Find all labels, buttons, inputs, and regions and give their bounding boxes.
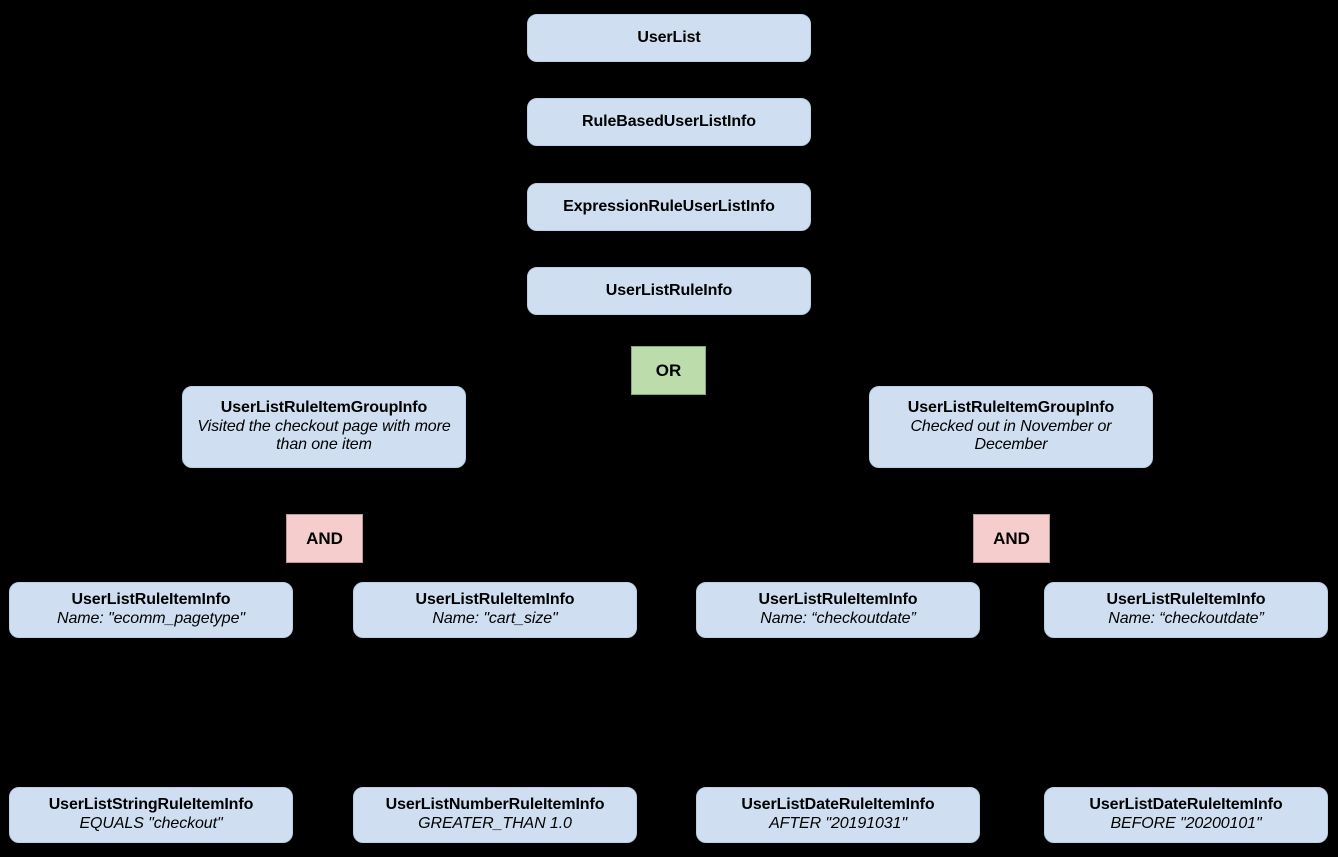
node-subtitle: Name: "ecomm_pagetype" bbox=[57, 610, 245, 627]
node-rule-item-1[interactable]: UserListRuleItemInfo Name: "ecomm_pagety… bbox=[9, 582, 293, 638]
operator-label: AND bbox=[306, 528, 343, 548]
node-title: UserListStringRuleItemInfo bbox=[48, 796, 254, 814]
node-user-list[interactable]: UserList bbox=[527, 14, 811, 62]
node-expression-rule-user-list-info[interactable]: ExpressionRuleUserListInfo bbox=[527, 183, 811, 231]
node-title: UserListDateRuleItemInfo bbox=[1089, 796, 1283, 814]
node-subtitle: Visited the checkout page with more than… bbox=[197, 417, 451, 454]
node-title: UserList bbox=[637, 28, 701, 46]
node-group-right[interactable]: UserListRuleItemGroupInfo Checked out in… bbox=[869, 386, 1153, 468]
operator-and-left[interactable]: AND bbox=[286, 514, 363, 563]
node-subtitle: Name: “checkoutdate” bbox=[760, 610, 916, 627]
node-rule-based-user-list-info[interactable]: RuleBasedUserListInfo bbox=[527, 98, 811, 146]
edge-and-right-to-item3 bbox=[837, 569, 991, 583]
edge-and-right-to-item4 bbox=[1033, 569, 1187, 583]
node-title: UserListRuleItemInfo bbox=[415, 591, 575, 609]
node-title: UserListRuleItemInfo bbox=[1106, 591, 1266, 609]
edge-and-left-to-item2 bbox=[347, 569, 496, 583]
node-title: UserListDateRuleItemInfo bbox=[741, 796, 935, 814]
node-title: UserListRuleInfo bbox=[605, 281, 733, 299]
node-leaf-string-rule[interactable]: UserListStringRuleItemInfo EQUALS "check… bbox=[9, 787, 293, 843]
node-rule-item-2[interactable]: UserListRuleItemInfo Name: "cart_size" bbox=[353, 582, 637, 638]
edge-or-to-group-left bbox=[359, 370, 640, 387]
node-subtitle: BEFORE "20200101" bbox=[1110, 815, 1262, 832]
node-leaf-number-rule[interactable]: UserListNumberRuleItemInfo GREATER_THAN … bbox=[353, 787, 637, 843]
node-subtitle: Name: "cart_size" bbox=[432, 610, 558, 627]
node-leaf-date-rule-after[interactable]: UserListDateRuleItemInfo AFTER "20191031… bbox=[696, 787, 980, 843]
node-title: UserListRuleItemInfo bbox=[71, 591, 231, 609]
node-user-list-rule-info[interactable]: UserListRuleInfo bbox=[527, 267, 811, 315]
node-subtitle: Name: “checkoutdate” bbox=[1108, 610, 1264, 627]
node-leaf-date-rule-before[interactable]: UserListDateRuleItemInfo BEFORE "2020010… bbox=[1044, 787, 1328, 843]
node-title: ExpressionRuleUserListInfo bbox=[563, 197, 775, 215]
node-subtitle: EQUALS "checkout" bbox=[79, 815, 223, 832]
node-subtitle: Checked out in November or December bbox=[910, 417, 1112, 454]
operator-label: OR bbox=[655, 360, 682, 380]
edge-and-left-to-item1 bbox=[150, 569, 301, 583]
node-title: RuleBasedUserListInfo bbox=[582, 112, 756, 130]
node-title: UserListNumberRuleItemInfo bbox=[385, 796, 605, 814]
operator-or-root[interactable]: OR bbox=[631, 346, 706, 395]
node-subtitle: GREATER_THAN 1.0 bbox=[418, 815, 572, 832]
node-title: UserListRuleItemGroupInfo bbox=[220, 398, 428, 416]
edge-or-to-group-right bbox=[707, 370, 986, 387]
operator-and-right[interactable]: AND bbox=[973, 514, 1050, 563]
node-title: UserListRuleItemGroupInfo bbox=[907, 398, 1115, 416]
node-title: UserListRuleItemInfo bbox=[758, 591, 918, 609]
node-group-left[interactable]: UserListRuleItemGroupInfo Visited the ch… bbox=[182, 386, 466, 468]
operator-label: AND bbox=[993, 528, 1030, 548]
node-subtitle: AFTER "20191031" bbox=[769, 815, 907, 832]
node-rule-item-3[interactable]: UserListRuleItemInfo Name: “checkoutdate… bbox=[696, 582, 980, 638]
node-rule-item-4[interactable]: UserListRuleItemInfo Name: “checkoutdate… bbox=[1044, 582, 1328, 638]
